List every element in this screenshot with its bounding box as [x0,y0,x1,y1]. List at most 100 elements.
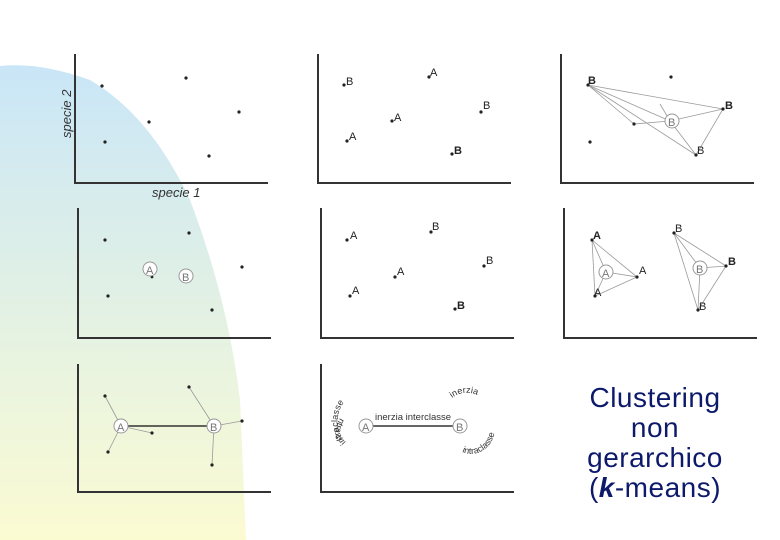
data-point [393,275,397,279]
cluster-label-a: A [350,230,358,242]
centroid-marker [142,261,158,277]
data-point [210,463,214,467]
caption-line-4: (k-means) [560,473,750,503]
cluster-label-b: B [588,75,596,87]
data-point [187,385,191,389]
within-inertia-label-right-bottom: intraclasse [461,431,496,456]
centroid-label-a: A [146,265,154,277]
data-point [453,307,457,311]
cluster-label-b: B [432,221,439,233]
cluster-label-a: A [349,131,357,143]
cluster-label-a: A [352,285,360,297]
caption-line-3: gerarchico [587,442,723,473]
cluster-label-b: B [483,100,490,112]
panel-6-axes [563,208,757,339]
distance-lines [587,84,724,156]
panel-5-reassignment: A B A B A B [320,208,514,339]
panel-8-inertia: inerzia interclasse A B intraclasse ntra… [320,364,514,493]
cluster-label-a: A [397,266,405,278]
cluster-label-a: A [394,112,402,124]
data-point [590,238,594,242]
cluster-label-a: A [594,287,602,299]
cluster-label-b: B [728,256,736,268]
data-point [103,140,107,144]
panel-8-axes [320,364,514,493]
centroid-label-a: A [117,422,125,434]
panel-5-axes [320,208,514,339]
data-point [696,308,700,312]
data-point [342,83,346,87]
data-point [187,231,191,235]
cluster-label-b: B [697,145,704,157]
centroid-marker [452,418,468,434]
centroid-label-b: B [668,117,675,129]
data-point [237,110,241,114]
data-point [724,264,728,268]
x-axis-label: specie 1 [152,185,200,200]
panel-4-axes [77,208,271,339]
y-axis-label: specie 2 [59,89,74,138]
centroid-marker [358,418,374,434]
data-point [427,75,431,79]
data-point [348,294,352,298]
data-point [240,265,244,269]
data-point [207,154,211,158]
data-point [669,75,673,79]
data-point [672,231,676,235]
centroid-marker [664,113,680,129]
panel-1-initial-points: specie 2 specie 1 [59,54,268,200]
centroid-label-a: A [602,268,610,280]
within-inertia-label-left-bottom: ntra cl [333,417,347,442]
cluster-label-a: A [639,265,647,277]
cluster-label-b: B [457,300,465,312]
centroid-label-b: B [696,264,703,276]
cluster-label-b: B [699,301,706,313]
panel-3-distances-to-centroid: B B B B [560,54,754,184]
cluster-label-b: B [346,76,353,88]
centroid-label-a: A [362,422,370,434]
data-point [210,308,214,312]
data-point [106,294,110,298]
centroid-marker [598,264,614,280]
slide-caption: Clustering non gerarchico (k-means) [560,383,750,503]
data-point [450,152,454,156]
data-point [345,238,349,242]
data-point [632,122,636,126]
within-inertia-label-right-top: inerzia [447,385,479,400]
cluster-label-b: B [725,100,733,112]
data-point [635,275,639,279]
data-point [345,139,349,143]
data-point [390,119,394,123]
centroid-label-b: B [456,422,463,434]
caption-line-2: non [630,412,680,443]
data-point [103,238,107,242]
panel-4-centroids: A B [77,208,271,339]
centroid-marker [178,268,194,284]
data-point [100,84,104,88]
caption-means: -means) [614,472,722,503]
data-point [694,153,698,157]
data-point [479,110,483,114]
data-point [240,419,244,423]
panel-7-axes [77,364,271,493]
cluster-label-a: A [430,67,438,79]
data-point [103,394,107,398]
caption-k: k [598,472,615,503]
centroid-marker [113,418,129,434]
data-point [184,76,188,80]
panel-1-axes [74,54,268,184]
cluster-label-b: B [486,255,493,267]
data-point [586,83,590,87]
data-point [593,294,597,298]
centroid-label-b: B [210,422,217,434]
between-inertia-label: inerzia interclasse [375,412,451,423]
centroid-marker [206,418,222,434]
data-point [588,140,592,144]
data-point [429,230,433,234]
data-point [150,431,154,435]
panel-7-final-centroids: A B [77,364,271,493]
centroid-marker [692,260,708,276]
cluster-label-a: A [593,230,601,242]
caption-line-1: Clustering [589,382,721,413]
